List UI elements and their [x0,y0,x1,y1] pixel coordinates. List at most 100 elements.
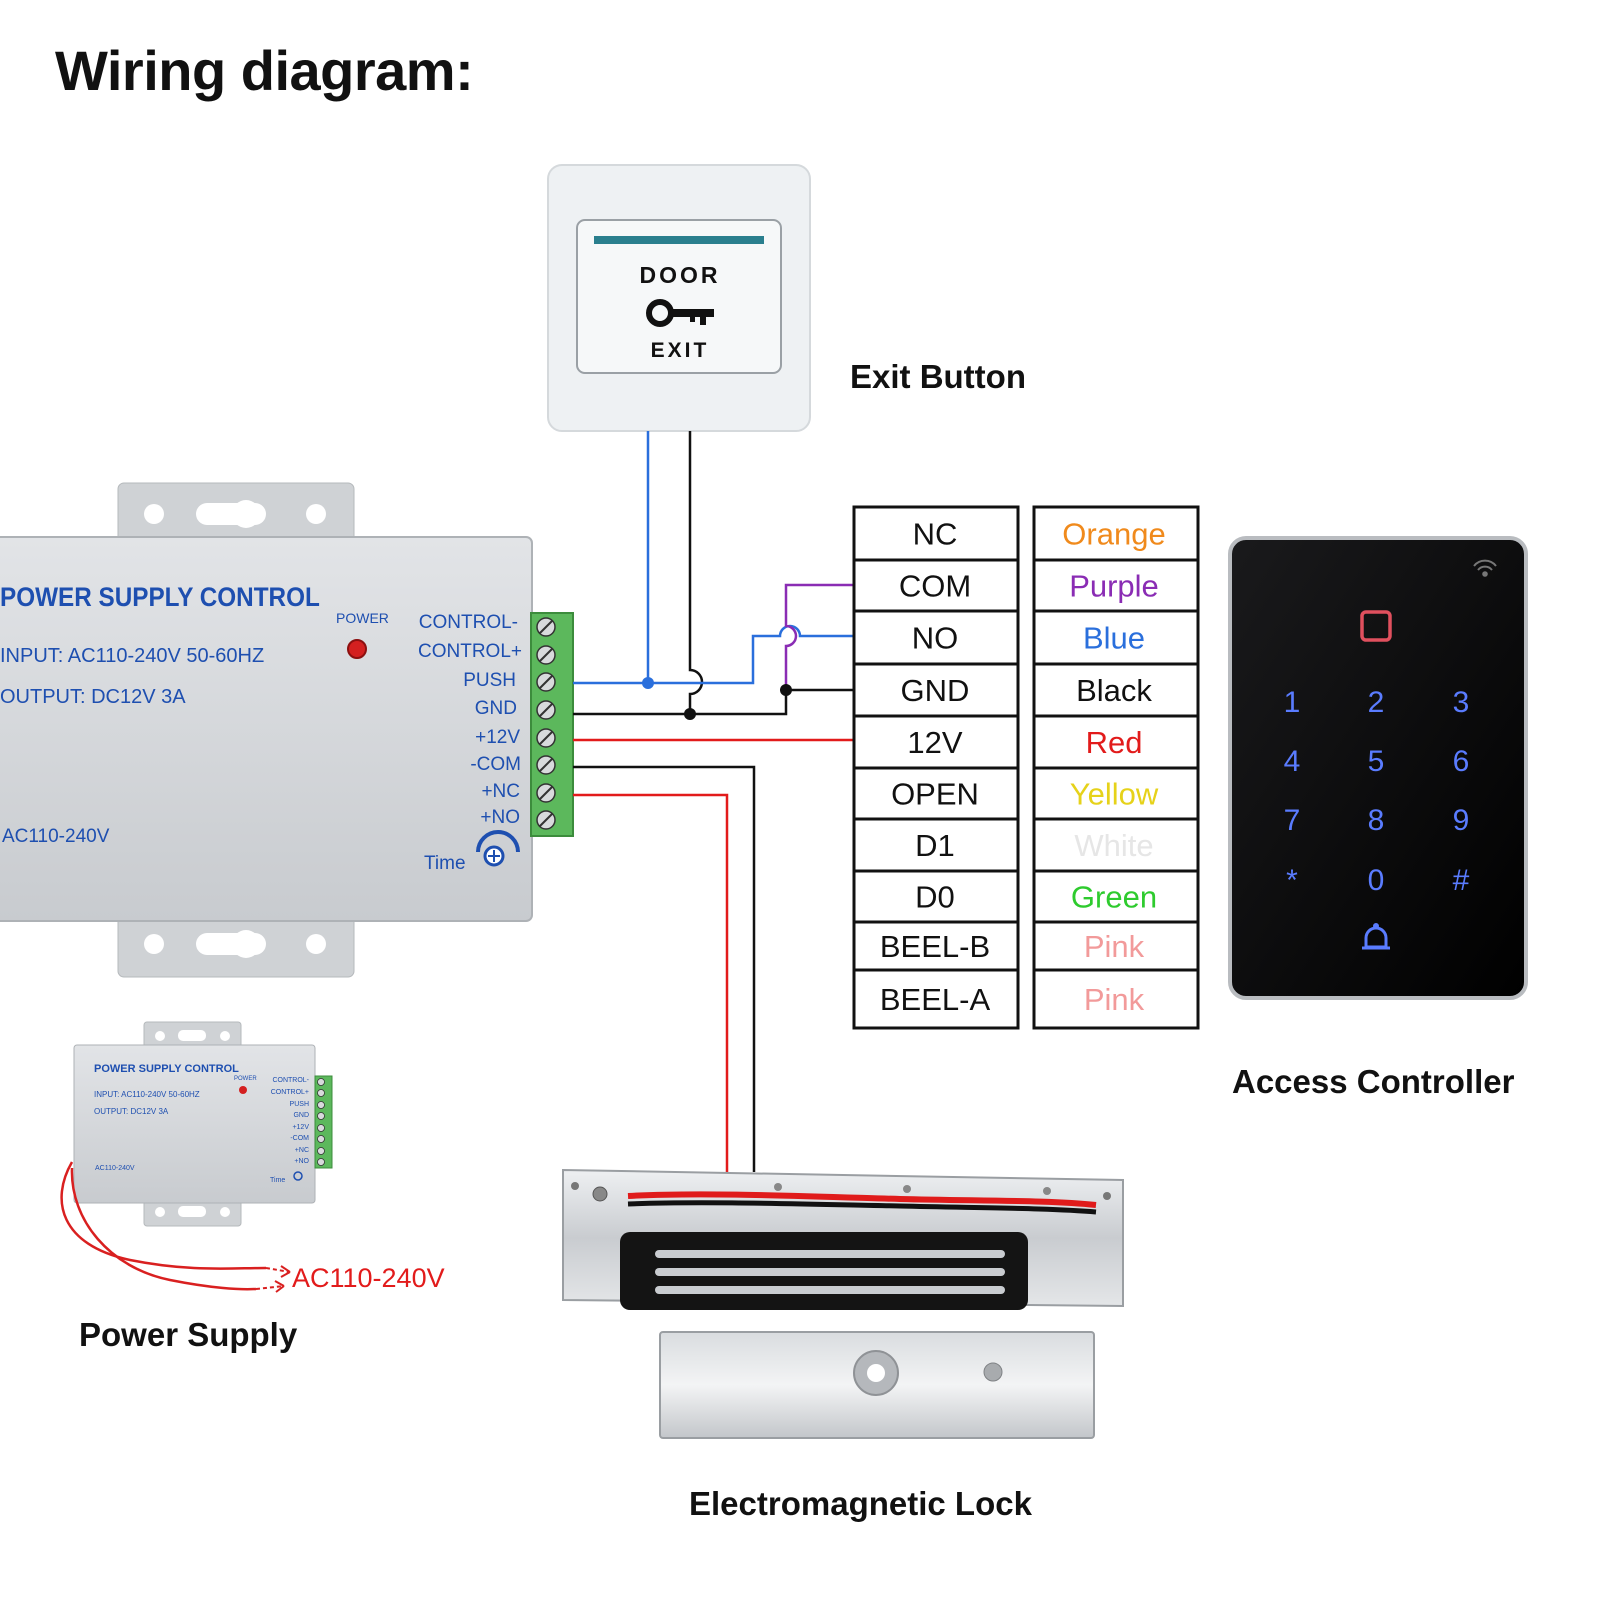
terminal-name-cell [852,662,1020,718]
exit-button-caption: Exit Button [850,358,1026,395]
wire-table-row: GND Black [852,662,1200,718]
com-purple-wire [784,583,853,690]
wire-table-row: COM Purple [852,558,1200,613]
wire-color-cell [1032,609,1200,666]
wire-color-cell [1032,920,1200,972]
mount-hole [144,504,164,524]
wire-color-cell [1032,505,1200,562]
mini-time-knob-icon [293,1171,303,1181]
psu-input-text: INPUT: AC110-240V 50-60HZ [0,645,264,667]
svg-text:PUSH: PUSH [290,1101,309,1108]
terminal-label-push: PUSH [463,670,516,691]
terminal-name-cell [852,609,1020,666]
wire-table-row: NO Blue [852,609,1200,666]
keypad-key: * [1286,864,1298,897]
mains-voltage-label: AC110-240V [292,1263,445,1293]
lock-caption: Electromagnetic Lock [689,1485,1032,1522]
wire-table-row: OPEN Yellow [852,766,1200,821]
svg-text:-COM: -COM [290,1135,309,1142]
wire-color-name: Orange [1062,517,1165,552]
electromagnetic-lock-device [562,1168,1124,1439]
keypad-key: 7 [1284,804,1301,837]
com-to-lock-wire [573,765,756,1172]
terminal-name: GND [901,673,970,708]
wire-color-name: Pink [1084,929,1145,964]
wire-color-name: Blue [1083,621,1145,656]
mini-psu-input: INPUT: AC110-240V 50-60HZ [94,1090,200,1099]
wire-table-row: D0 Green [852,869,1200,924]
mini-power-supply-unit: POWER SUPPLY CONTROL INPUT: AC110-240V 5… [60,1021,445,1293]
wire-color-name: Yellow [1070,777,1159,812]
wire-color-cell [1032,558,1200,613]
exit-button-exit-text: EXIT [651,339,710,362]
psu-time-label: Time [424,853,466,874]
arrow-icon [274,1280,285,1293]
svg-text:CONTROL+: CONTROL+ [271,1089,309,1096]
keypad-key: 6 [1453,745,1470,778]
terminal-name: BEEL-B [880,929,990,964]
wire-color-cell [1032,968,1200,1030]
svg-text:GND: GND [293,1112,309,1119]
wire-junction [780,684,792,696]
mini-psu-output: OUTPUT: DC12V 3A [94,1107,169,1116]
time-adjust-knob-icon [476,830,520,867]
terminal-name-cell [852,968,1020,1030]
terminal-name-cell [852,766,1020,821]
access-controller-caption: Access Controller [1232,1063,1515,1100]
wire-table-row: BEEL-A Pink [852,968,1200,1030]
keypad-key: 1 [1284,686,1301,719]
svg-text:+NC: +NC [295,1147,309,1154]
wire-color-name: Black [1076,673,1152,708]
key-icon [646,299,714,327]
lock-black-lead [627,1200,1097,1215]
wire-color-name: Red [1086,725,1143,760]
keypad-key: 2 [1368,686,1385,719]
nc-to-lock-wire [573,793,729,1172]
wire-color-name: Pink [1084,982,1145,1017]
terminal-label-12v: +12V [475,727,520,748]
terminal-label-nc: +NC [481,781,520,802]
wire-color-cell [1032,869,1200,924]
terminal-name-cell [852,920,1020,972]
terminal-label-gnd: GND [475,698,517,719]
keypad-key: # [1453,864,1470,897]
psu-ac-label: AC110-240V [2,826,110,847]
wire-color-name: Green [1071,880,1157,915]
terminal-name: NO [912,621,959,656]
wire-junction [684,708,696,720]
terminal-name-cell [852,558,1020,613]
terminal-name: COM [899,569,971,604]
mains-cable-b [70,1167,257,1291]
mount-hole [306,934,326,954]
svg-text:+12V: +12V [292,1124,309,1131]
keypad-key: 9 [1453,804,1470,837]
exit-button-door-text: DOOR [640,262,721,288]
keypad-key: 4 [1284,745,1301,778]
exit-button-device: DOOR EXIT [547,164,811,432]
gnd-wire [573,688,853,716]
wire-table-row: 12V Red [852,714,1200,770]
power-supply-caption: Power Supply [79,1316,298,1353]
terminal-name: 12V [907,725,962,760]
svg-text:CONTROL-: CONTROL- [272,1077,309,1084]
wire-color-name: White [1074,828,1153,863]
mains-cable-a [60,1161,267,1270]
terminal-name: OPEN [891,777,979,812]
power-supply-unit: POWER SUPPLY CONTROL INPUT: AC110-240V 5… [0,482,574,978]
terminal-name: NC [913,517,958,552]
exit-button-indicator-strip [594,236,764,244]
keypad-key: 3 [1453,686,1470,719]
psu-title: POWER SUPPLY CONTROL [0,583,320,612]
terminal-name: D0 [915,880,955,915]
lock-red-lead [627,1191,1097,1208]
mini-psu-ac-label: AC110-240V [95,1165,135,1172]
terminal-label-control-minus: CONTROL- [419,612,518,633]
wire-color-name: Purple [1069,569,1159,604]
svg-text:+NO: +NO [294,1158,309,1165]
terminal-label-control-plus: CONTROL+ [418,641,522,662]
terminal-name: BEEL-A [880,982,991,1017]
